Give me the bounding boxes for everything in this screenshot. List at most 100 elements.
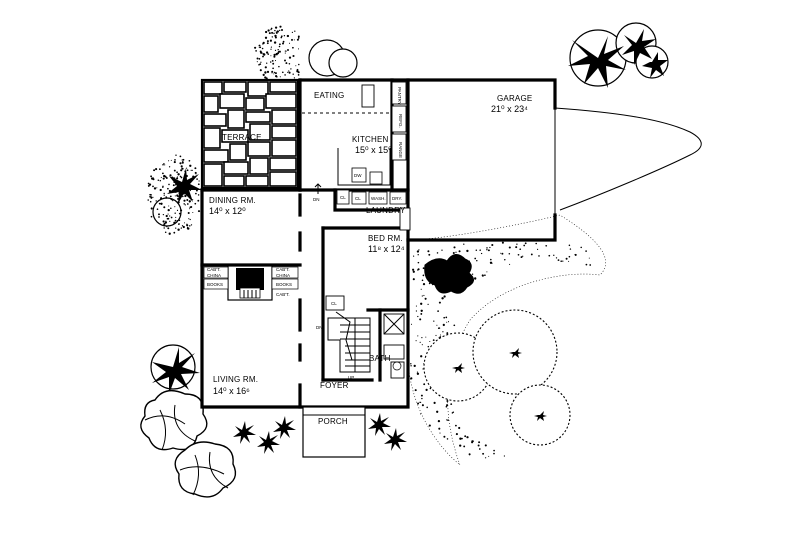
flagstone	[271, 125, 297, 139]
staircase	[325, 295, 371, 373]
stipple-dot	[183, 222, 186, 224]
label-caft-right-2: CAB'T.	[276, 292, 290, 297]
stipple-dot	[464, 435, 467, 438]
stipple-dot	[279, 43, 281, 46]
stipple-dot	[184, 170, 186, 172]
stipple-dot	[164, 221, 168, 224]
stipple-dot	[166, 217, 169, 220]
stipple-dot	[195, 192, 197, 195]
stipple-dot	[294, 30, 296, 32]
stipple-dot	[427, 250, 430, 253]
flagstone	[245, 97, 265, 111]
stipple-dot	[281, 42, 285, 45]
stipple-dot	[271, 31, 274, 34]
stipple-dot	[180, 227, 182, 229]
stipple-dot	[262, 73, 265, 77]
stipple-dot	[486, 271, 488, 273]
stipple-dot	[274, 49, 277, 52]
stipple-dot	[180, 188, 183, 191]
stipple-dot	[197, 199, 200, 202]
stipple-dot	[271, 72, 273, 74]
stipple-dot	[486, 249, 488, 251]
stipple-dot	[162, 186, 164, 188]
stipple-dot	[168, 205, 170, 207]
trees-top-left	[254, 25, 358, 82]
kitchen-fixtures	[336, 81, 407, 205]
stipple-dot	[482, 452, 485, 455]
stipple-dot	[259, 63, 262, 65]
stipple-dot	[453, 246, 456, 249]
stipple-dot	[170, 216, 173, 219]
stipple-dot	[284, 74, 286, 76]
flagstone	[203, 95, 219, 113]
stipple-dot	[173, 161, 176, 164]
stipple-dot	[189, 208, 191, 210]
stipple-dot	[195, 173, 197, 175]
stipple-dot	[503, 455, 506, 457]
stipple-dot	[442, 331, 444, 333]
room-label-dining: DINING RM.	[209, 196, 256, 205]
stipple-dot	[412, 278, 415, 281]
stipple-dot	[273, 55, 276, 58]
stipple-dot	[504, 259, 506, 261]
stipple-dot	[190, 224, 193, 226]
stipple-dot	[291, 38, 293, 41]
stipple-dot	[441, 249, 443, 251]
stipple-dot	[168, 189, 172, 193]
stipple-dot	[176, 219, 179, 222]
stipple-dot	[279, 29, 281, 32]
stipple-dot	[264, 30, 268, 34]
stipple-dot	[438, 327, 441, 329]
stipple-dot	[275, 75, 278, 78]
house-walls	[200, 78, 557, 458]
stipple-dot	[284, 59, 286, 62]
stipple-dot	[152, 196, 154, 198]
stipple-dot	[423, 294, 425, 297]
stipple-dot	[435, 334, 437, 337]
stipple-dot	[267, 53, 269, 55]
flagstone	[203, 81, 223, 95]
stipple-dot	[297, 71, 300, 74]
stipple-dot	[417, 402, 420, 405]
stipple-dot	[447, 419, 449, 421]
room-size-kitchen: 15⁰ x 15⁰	[355, 145, 392, 155]
stipple-dot	[276, 54, 278, 56]
stipple-dot	[153, 169, 156, 172]
stipple-dot	[186, 167, 188, 169]
stipple-dot	[174, 212, 176, 214]
stipple-dot	[295, 65, 297, 67]
stipple-dot	[179, 155, 182, 158]
room-label-kitchen: KITCHEN	[352, 135, 389, 144]
stipple-dot	[159, 179, 162, 182]
stipple-dot	[297, 74, 300, 76]
stipple-dot	[484, 274, 486, 277]
label-cl-laundry: CL	[355, 196, 361, 201]
tree-top-right	[568, 22, 669, 88]
stipple-dot	[420, 288, 422, 290]
stipple-dot	[264, 71, 267, 74]
stipple-dot	[535, 242, 538, 245]
flagstone	[245, 175, 269, 187]
stipple-dot	[167, 227, 170, 230]
stipple-dot	[259, 69, 262, 72]
stipple-dot	[281, 71, 284, 74]
stipple-dot	[439, 334, 442, 336]
stipple-dot	[463, 445, 466, 448]
room-size-garage: 21⁰ x 23⁴	[491, 104, 528, 114]
stipple-dot	[255, 50, 257, 52]
label-dw: DW	[354, 173, 362, 178]
stipple-dot	[174, 195, 176, 197]
stipple-dot	[455, 433, 458, 436]
stipple-dot	[493, 452, 495, 455]
stipple-dot	[478, 441, 481, 444]
flagstone	[223, 175, 245, 187]
stipple-dot	[450, 403, 453, 405]
stipple-dot	[163, 206, 166, 209]
stipple-dot	[185, 174, 188, 178]
stipple-dot	[568, 260, 570, 262]
stipple-dot	[264, 66, 267, 69]
stipple-dot	[261, 47, 264, 50]
stipple-dot	[569, 248, 572, 250]
stipple-dot	[174, 219, 177, 222]
